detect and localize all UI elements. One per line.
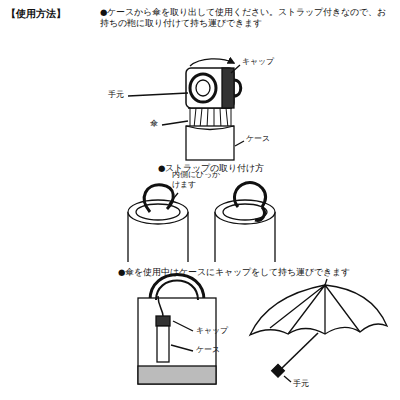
step-heading: ●傘を使用中はケースにキャップをして持ち運びできます (118, 267, 393, 278)
part-label: ケース (246, 134, 270, 144)
label-text: 傘 (150, 119, 158, 128)
label-text: 内側にひっかけます (172, 170, 220, 189)
note-label: 内側にひっかけます (172, 170, 220, 190)
label-text: ●ケースから傘を取り出して使用ください。ストラップ付きなので、お持ちの鞄に取り付… (100, 7, 386, 28)
label-text: キャップ (242, 57, 274, 66)
figure-carry (138, 275, 387, 385)
figure-strap (128, 183, 275, 262)
part-label: 手元 (108, 90, 124, 100)
heading-text: 【使用方法】 (6, 8, 66, 19)
figure-case (128, 59, 244, 160)
heading: 【使用方法】 (6, 7, 66, 20)
part-label: 傘 (150, 119, 158, 129)
part-label: キャップ (196, 326, 228, 336)
part-label: キャップ (242, 57, 274, 67)
label-text: キャップ (196, 326, 228, 335)
label-text: 手元 (293, 379, 309, 388)
label-text: ●傘を使用中はケースにキャップをして持ち運びできます (118, 267, 350, 277)
label-text: ケース (246, 134, 270, 143)
label-text: 手元 (108, 90, 124, 99)
part-label: ケース (196, 345, 220, 355)
label-text: ケース (196, 345, 220, 354)
part-label: 手元 (293, 379, 309, 389)
instruction-note: ●ケースから傘を取り出して使用ください。ストラップ付きなので、お持ちの鞄に取り付… (100, 7, 392, 29)
